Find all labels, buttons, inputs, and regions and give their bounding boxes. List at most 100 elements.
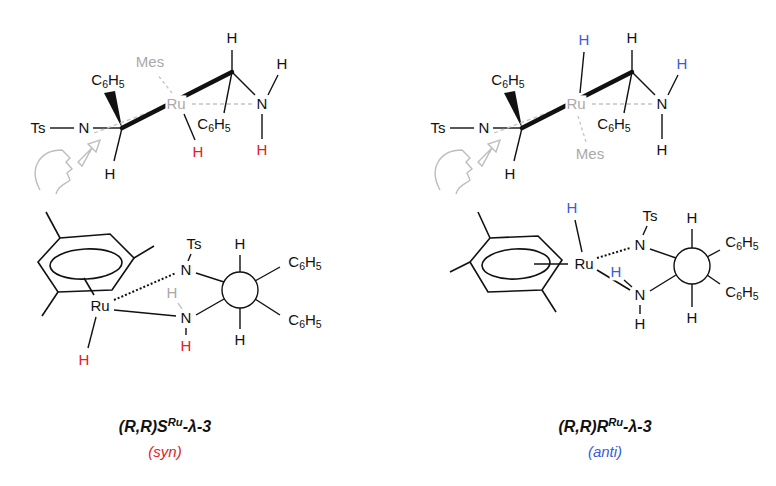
text-part: (R,R)R — [558, 418, 608, 435]
text-part: H — [257, 141, 268, 158]
atom-label: N — [478, 119, 491, 136]
text-part: Ru — [566, 95, 585, 112]
atom-label: C6H5 — [287, 253, 322, 270]
atom-label: N — [78, 119, 91, 136]
atom-label: H — [234, 235, 247, 252]
text-part: H — [687, 309, 698, 326]
script-part: 5 — [753, 240, 759, 252]
atom-label: C6H5 — [724, 283, 759, 300]
atom-label: N — [656, 95, 669, 112]
atom-label: H — [226, 29, 239, 46]
atom-label: H — [686, 309, 699, 326]
atom-label: H — [656, 141, 669, 158]
atom-label: Ts — [430, 119, 447, 136]
text-part: C — [197, 115, 208, 132]
text-part: N — [181, 261, 192, 278]
atom-label: Ts — [30, 119, 47, 136]
text-part: N — [257, 95, 268, 112]
atom-label: C6H5 — [196, 115, 231, 132]
atom-label: H — [78, 351, 91, 368]
atom-label: Mes — [575, 145, 605, 162]
text-part: N — [181, 309, 192, 326]
atom-label: N — [180, 309, 193, 326]
atom-label: Ru — [573, 255, 594, 272]
text-part: H — [79, 351, 90, 368]
text-part: (R,R)S — [119, 418, 168, 435]
text-part: H — [505, 165, 516, 182]
script-part: 5 — [119, 78, 125, 90]
atom-label: Ru — [165, 95, 186, 112]
atom-label: H — [676, 55, 689, 72]
atom-label: N — [634, 236, 647, 253]
text-part: H — [579, 31, 590, 48]
atom-label: H — [104, 165, 117, 182]
text-part: H — [687, 209, 698, 226]
text-part: H — [742, 283, 753, 300]
script-part: 5 — [316, 260, 322, 272]
atom-label: C6H5 — [90, 71, 125, 88]
text-part: Mes — [136, 53, 164, 70]
atom-label: C6H5 — [596, 115, 631, 132]
text-part: Ts — [431, 119, 446, 136]
atom-label: N — [256, 95, 269, 112]
text-part: H — [305, 311, 316, 328]
script-part: 6 — [502, 78, 508, 90]
text-part: H — [214, 115, 225, 132]
text-part: Ru — [574, 255, 593, 272]
text-part: (syn) — [148, 443, 181, 460]
compound-caption: (R,R)RRu-λ-3 — [557, 418, 652, 436]
atom-label: H — [180, 337, 193, 354]
atom-label: Mes — [135, 53, 165, 70]
atom-label: C6H5 — [287, 311, 322, 328]
script-part: 6 — [736, 290, 742, 302]
script-part: 6 — [299, 260, 305, 272]
script-part: Ru — [168, 416, 183, 428]
text-part: H — [657, 141, 668, 158]
text-part: C — [288, 253, 299, 270]
text-part: Ts — [643, 207, 658, 224]
atom-label: Ru — [565, 95, 586, 112]
atom-label: N — [180, 261, 193, 278]
text-part: (anti) — [588, 443, 622, 460]
text-part: H — [508, 71, 519, 88]
text-part: -λ-3 — [183, 418, 211, 435]
atom-label: H — [234, 331, 247, 348]
atom-label: N — [634, 286, 647, 303]
text-part: C — [725, 283, 736, 300]
atom-label: H — [166, 284, 179, 301]
mesitylene-ring — [38, 212, 154, 316]
text-part: Ru — [166, 95, 185, 112]
script-part: 5 — [625, 122, 631, 134]
text-part: H — [235, 331, 246, 348]
atom-label: H — [634, 315, 647, 332]
text-part: H — [181, 337, 192, 354]
text-part: H — [567, 199, 578, 216]
text-part: H — [105, 165, 116, 182]
text-part: H — [193, 143, 204, 160]
text-part: N — [635, 286, 646, 303]
text-part: C — [725, 233, 736, 250]
atom-label: Ts — [186, 235, 203, 252]
text-part: N — [635, 236, 646, 253]
text-part: H — [635, 315, 646, 332]
script-part: Ru — [608, 416, 623, 428]
text-part: -λ-3 — [623, 418, 651, 435]
text-part: H — [742, 233, 753, 250]
text-part: H — [305, 253, 316, 270]
script-part: 6 — [208, 122, 214, 134]
script-part: 5 — [225, 122, 231, 134]
atom-label: H — [610, 263, 623, 280]
atom-label: C6H5 — [724, 233, 759, 250]
text-part: H — [627, 29, 638, 46]
text-part: N — [79, 119, 90, 136]
text-part: H — [235, 235, 246, 252]
text-part: C — [597, 115, 608, 132]
atom-label: H — [276, 55, 289, 72]
text-part: N — [657, 95, 668, 112]
compound-caption: (syn) — [147, 443, 182, 460]
mesitylene-ring — [450, 212, 568, 312]
atom-label: H — [504, 165, 517, 182]
atom-label: H — [566, 199, 579, 216]
text-part: H — [227, 29, 238, 46]
atom-label: H — [626, 29, 639, 46]
